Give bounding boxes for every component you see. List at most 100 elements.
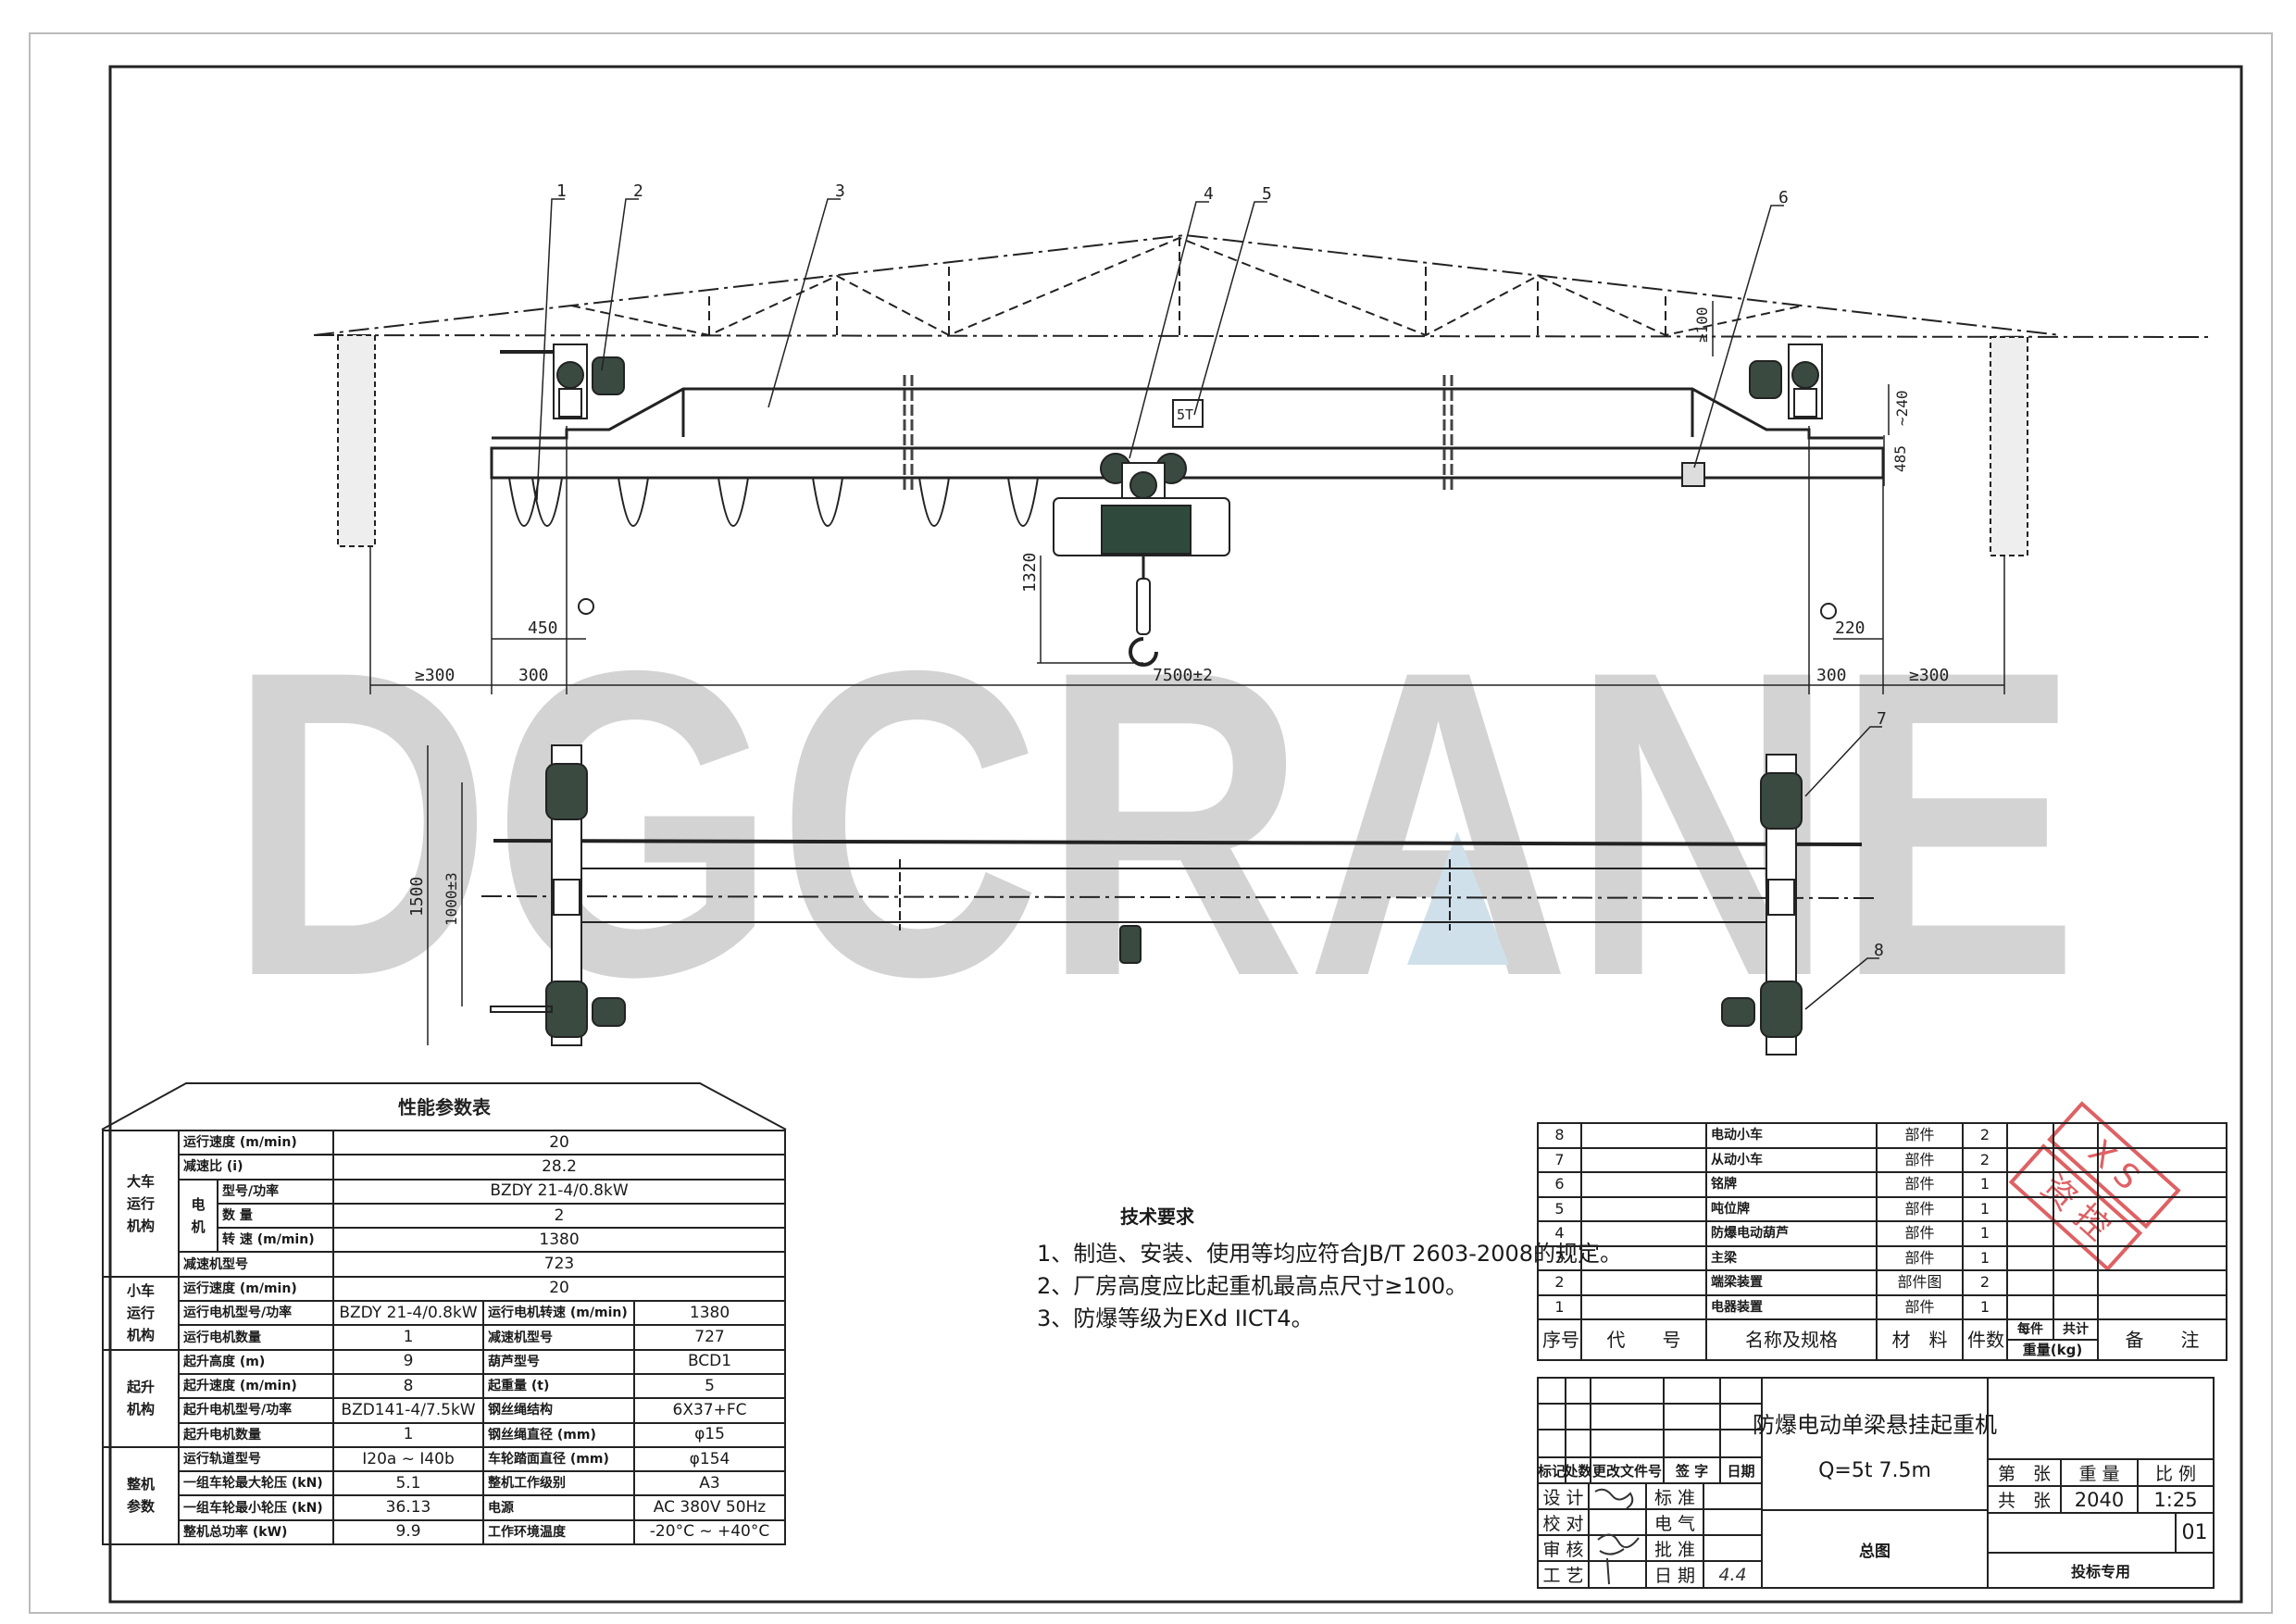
blank-cell xyxy=(1987,1377,2215,1460)
parts-cell-name: 端梁装置 xyxy=(1705,1269,1878,1296)
section-label: 整机参数 xyxy=(126,1476,155,1516)
motor-group: 电机 xyxy=(178,1178,218,1254)
label-date: 日 期 xyxy=(1645,1560,1704,1589)
dim-hook-left: 450 xyxy=(528,618,558,638)
leader-3: 3 xyxy=(835,181,845,201)
performance-parameter-table: 大车运行机构 运行速度 (m/min) 20 减速比 (i) 28.2 电机 型… xyxy=(102,1129,787,1546)
table-row: 减速比 (i) 28.2 xyxy=(103,1154,787,1181)
header-weight: 重量(kg) xyxy=(2006,1339,2099,1361)
leader-1: 1 xyxy=(556,181,567,201)
table-row: 起升机构 起升高度 (m) 9 葫芦型号 BCD1 xyxy=(102,1348,787,1448)
label-electrical: 电 气 xyxy=(1645,1508,1704,1536)
header-material: 材 料 xyxy=(1876,1318,1964,1361)
param-label: 整机总功率 (kW) xyxy=(177,1518,335,1546)
leader-5: 5 xyxy=(1262,184,1272,204)
parts-cell-name: 电动小车 xyxy=(1705,1122,1878,1149)
table-row: 起升电机数量 1 钢丝绳直径 (mm) φ15 xyxy=(103,1421,787,1448)
plan-end-carriage-left xyxy=(490,744,626,1046)
header-name: 名称及规格 xyxy=(1705,1318,1878,1361)
label-standard: 标 准 xyxy=(1645,1482,1704,1510)
param-label: 电源 xyxy=(482,1494,636,1521)
parts-cell-total xyxy=(2053,1122,2099,1149)
param-value: AC 380V 50Hz xyxy=(633,1494,787,1521)
hook-limit-left-icon xyxy=(578,598,594,615)
param-value: 5.1 xyxy=(332,1470,485,1497)
value-electrical xyxy=(1703,1508,1763,1536)
blank-cell xyxy=(1987,1512,2177,1554)
table-row: 数 量 2 xyxy=(103,1202,787,1230)
motor-group-label: 电机 xyxy=(191,1196,206,1236)
param-label: 运行轨道型号 xyxy=(177,1445,335,1473)
param-value: 20 xyxy=(332,1129,787,1156)
leader-8: 8 xyxy=(1874,941,1884,960)
param-label: 一组车轮最小轮压 (kN) xyxy=(177,1494,335,1521)
section-overall: 整机参数 xyxy=(102,1445,180,1546)
dim-wall-left: ≥300 xyxy=(415,666,455,685)
parts-cell-qty: 1 xyxy=(1962,1220,2008,1247)
param-value: φ154 xyxy=(633,1445,787,1473)
plan-end-carriage-right xyxy=(1721,754,1803,1056)
param-label: 型号/功率 xyxy=(216,1178,335,1205)
param-label: 起升电机型号/功率 xyxy=(177,1397,335,1424)
section-trolley: 小车运行机构 xyxy=(102,1275,180,1351)
leader-2: 2 xyxy=(633,181,643,201)
table-row: 起升速度 (m/min) 8 起重量 (t) 5 xyxy=(103,1372,787,1400)
rev-header: 日期 xyxy=(1719,1456,1763,1484)
table-row: 小车运行机构 运行速度 (m/min) 20 xyxy=(102,1275,787,1351)
nameplate xyxy=(1681,462,1705,487)
label-design: 设 计 xyxy=(1537,1482,1590,1510)
parts-cell-name: 电器装置 xyxy=(1705,1293,1878,1320)
rev-header: 更改文件号 xyxy=(1590,1456,1665,1484)
label-sheet: 第 张 xyxy=(1987,1458,2062,1487)
header-each: 每件 xyxy=(2006,1318,2054,1341)
parts-cell-remark xyxy=(2097,1146,2227,1173)
label-review: 审 核 xyxy=(1537,1534,1590,1562)
parts-cell-total xyxy=(2053,1220,2099,1247)
dim-hook-height: 1320 xyxy=(1020,553,1040,593)
table-row: 运行电机型号/功率 BZDY 21-4/0.8kW 运行电机转速 (m/min)… xyxy=(103,1300,787,1327)
parts-cell-qty: 2 xyxy=(1962,1122,2008,1149)
parts-cell-each xyxy=(2006,1220,2054,1247)
parts-cell-material: 部件 xyxy=(1876,1171,1964,1198)
value-weight: 2040 xyxy=(2060,1485,2139,1514)
electric-hoist xyxy=(1053,399,1705,667)
param-value: I20a ~ I40b xyxy=(332,1445,485,1473)
table-row: 电机 型号/功率 BZDY 21-4/0.8kW xyxy=(103,1178,787,1254)
param-value: 727 xyxy=(633,1324,787,1351)
elevation-labels: 1 2 3 4 5 6 5T ≥300 300 7500±2 300 ≥300 … xyxy=(415,181,1949,685)
parts-cell-code xyxy=(1580,1293,1707,1320)
leader-4: 4 xyxy=(1204,184,1214,204)
parts-cell-name: 防爆电动葫芦 xyxy=(1705,1220,1878,1247)
parts-cell-no: 6 xyxy=(1537,1171,1582,1198)
parts-cell-no: 8 xyxy=(1537,1122,1582,1149)
parts-header-row: 序号 代 号 名称及规格 材 料 件数 每件 共计 备 注 xyxy=(1537,1318,2227,1361)
hook-limit-right-icon xyxy=(1820,603,1837,619)
param-value: 1380 xyxy=(633,1300,787,1327)
param-label: 运行电机数量 xyxy=(177,1324,335,1351)
plan-labels: 7 8 1500 1000±3 xyxy=(407,709,1887,960)
parts-cell-remark xyxy=(2097,1220,2227,1247)
requirement-item: 3、防爆等级为EXd IICT4。 xyxy=(1037,1305,1314,1331)
elevation-dimensions xyxy=(369,301,2005,694)
param-label: 起升高度 (m) xyxy=(177,1348,335,1375)
param-label: 钢丝绳结构 xyxy=(482,1397,636,1424)
table-row: 转 速 (m/min) 1380 xyxy=(103,1227,787,1254)
param-value: BZD141-4/7.5kW xyxy=(332,1397,485,1424)
dim-wall-right: ≥300 xyxy=(1909,666,1949,685)
parts-cell-remark xyxy=(2097,1171,2227,1198)
param-label: 数 量 xyxy=(216,1202,335,1230)
param-label: 减速比 (i) xyxy=(177,1154,335,1181)
paper-edge xyxy=(29,32,2273,1614)
parts-cell-no: 5 xyxy=(1537,1195,1582,1222)
param-label: 一组车轮最大轮压 (kN) xyxy=(177,1470,335,1497)
section-label: 起升机构 xyxy=(126,1379,155,1418)
parts-cell-no: 7 xyxy=(1537,1146,1582,1173)
dim-plan-wheelbase: 1000±3 xyxy=(443,872,460,926)
param-table-title: 性能参数表 xyxy=(398,1096,492,1118)
param-value: -20°C ~ +40°C xyxy=(633,1518,787,1546)
param-value: 1 xyxy=(332,1324,485,1351)
param-label: 起升电机数量 xyxy=(177,1421,335,1448)
